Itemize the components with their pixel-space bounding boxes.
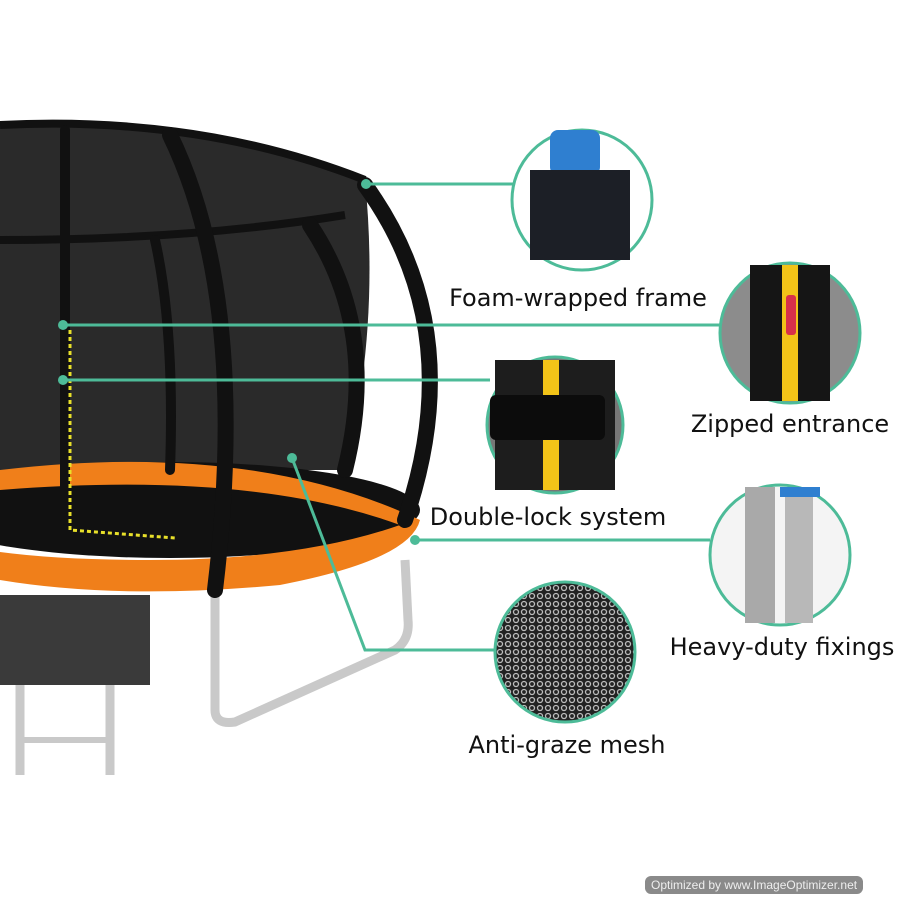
- zipper: [68, 330, 176, 540]
- leader-dots: [58, 179, 420, 545]
- watermark: Optimized by www.ImageOptimizer.net: [645, 876, 864, 894]
- detail-foam-frame: [510, 128, 654, 272]
- safety-pad: [0, 461, 420, 592]
- detail-fixings: [708, 483, 852, 627]
- label-anti-graze-mesh: Anti-graze mesh: [468, 731, 666, 759]
- detail-zipper: [718, 261, 862, 405]
- label-zipped-entrance: Zipped entrance: [690, 410, 890, 438]
- detail-mesh: [493, 580, 637, 724]
- leader-lines: [63, 182, 720, 652]
- label-double-lock-system: Double-lock system: [429, 503, 667, 531]
- safety-net: [0, 123, 370, 471]
- label-foam-wrapped-frame: Foam-wrapped frame: [449, 284, 707, 312]
- label-heavy-duty-fixings: Heavy-duty fixings: [669, 633, 895, 661]
- shoe-bag: [0, 595, 150, 685]
- detail-buckle: [485, 355, 625, 495]
